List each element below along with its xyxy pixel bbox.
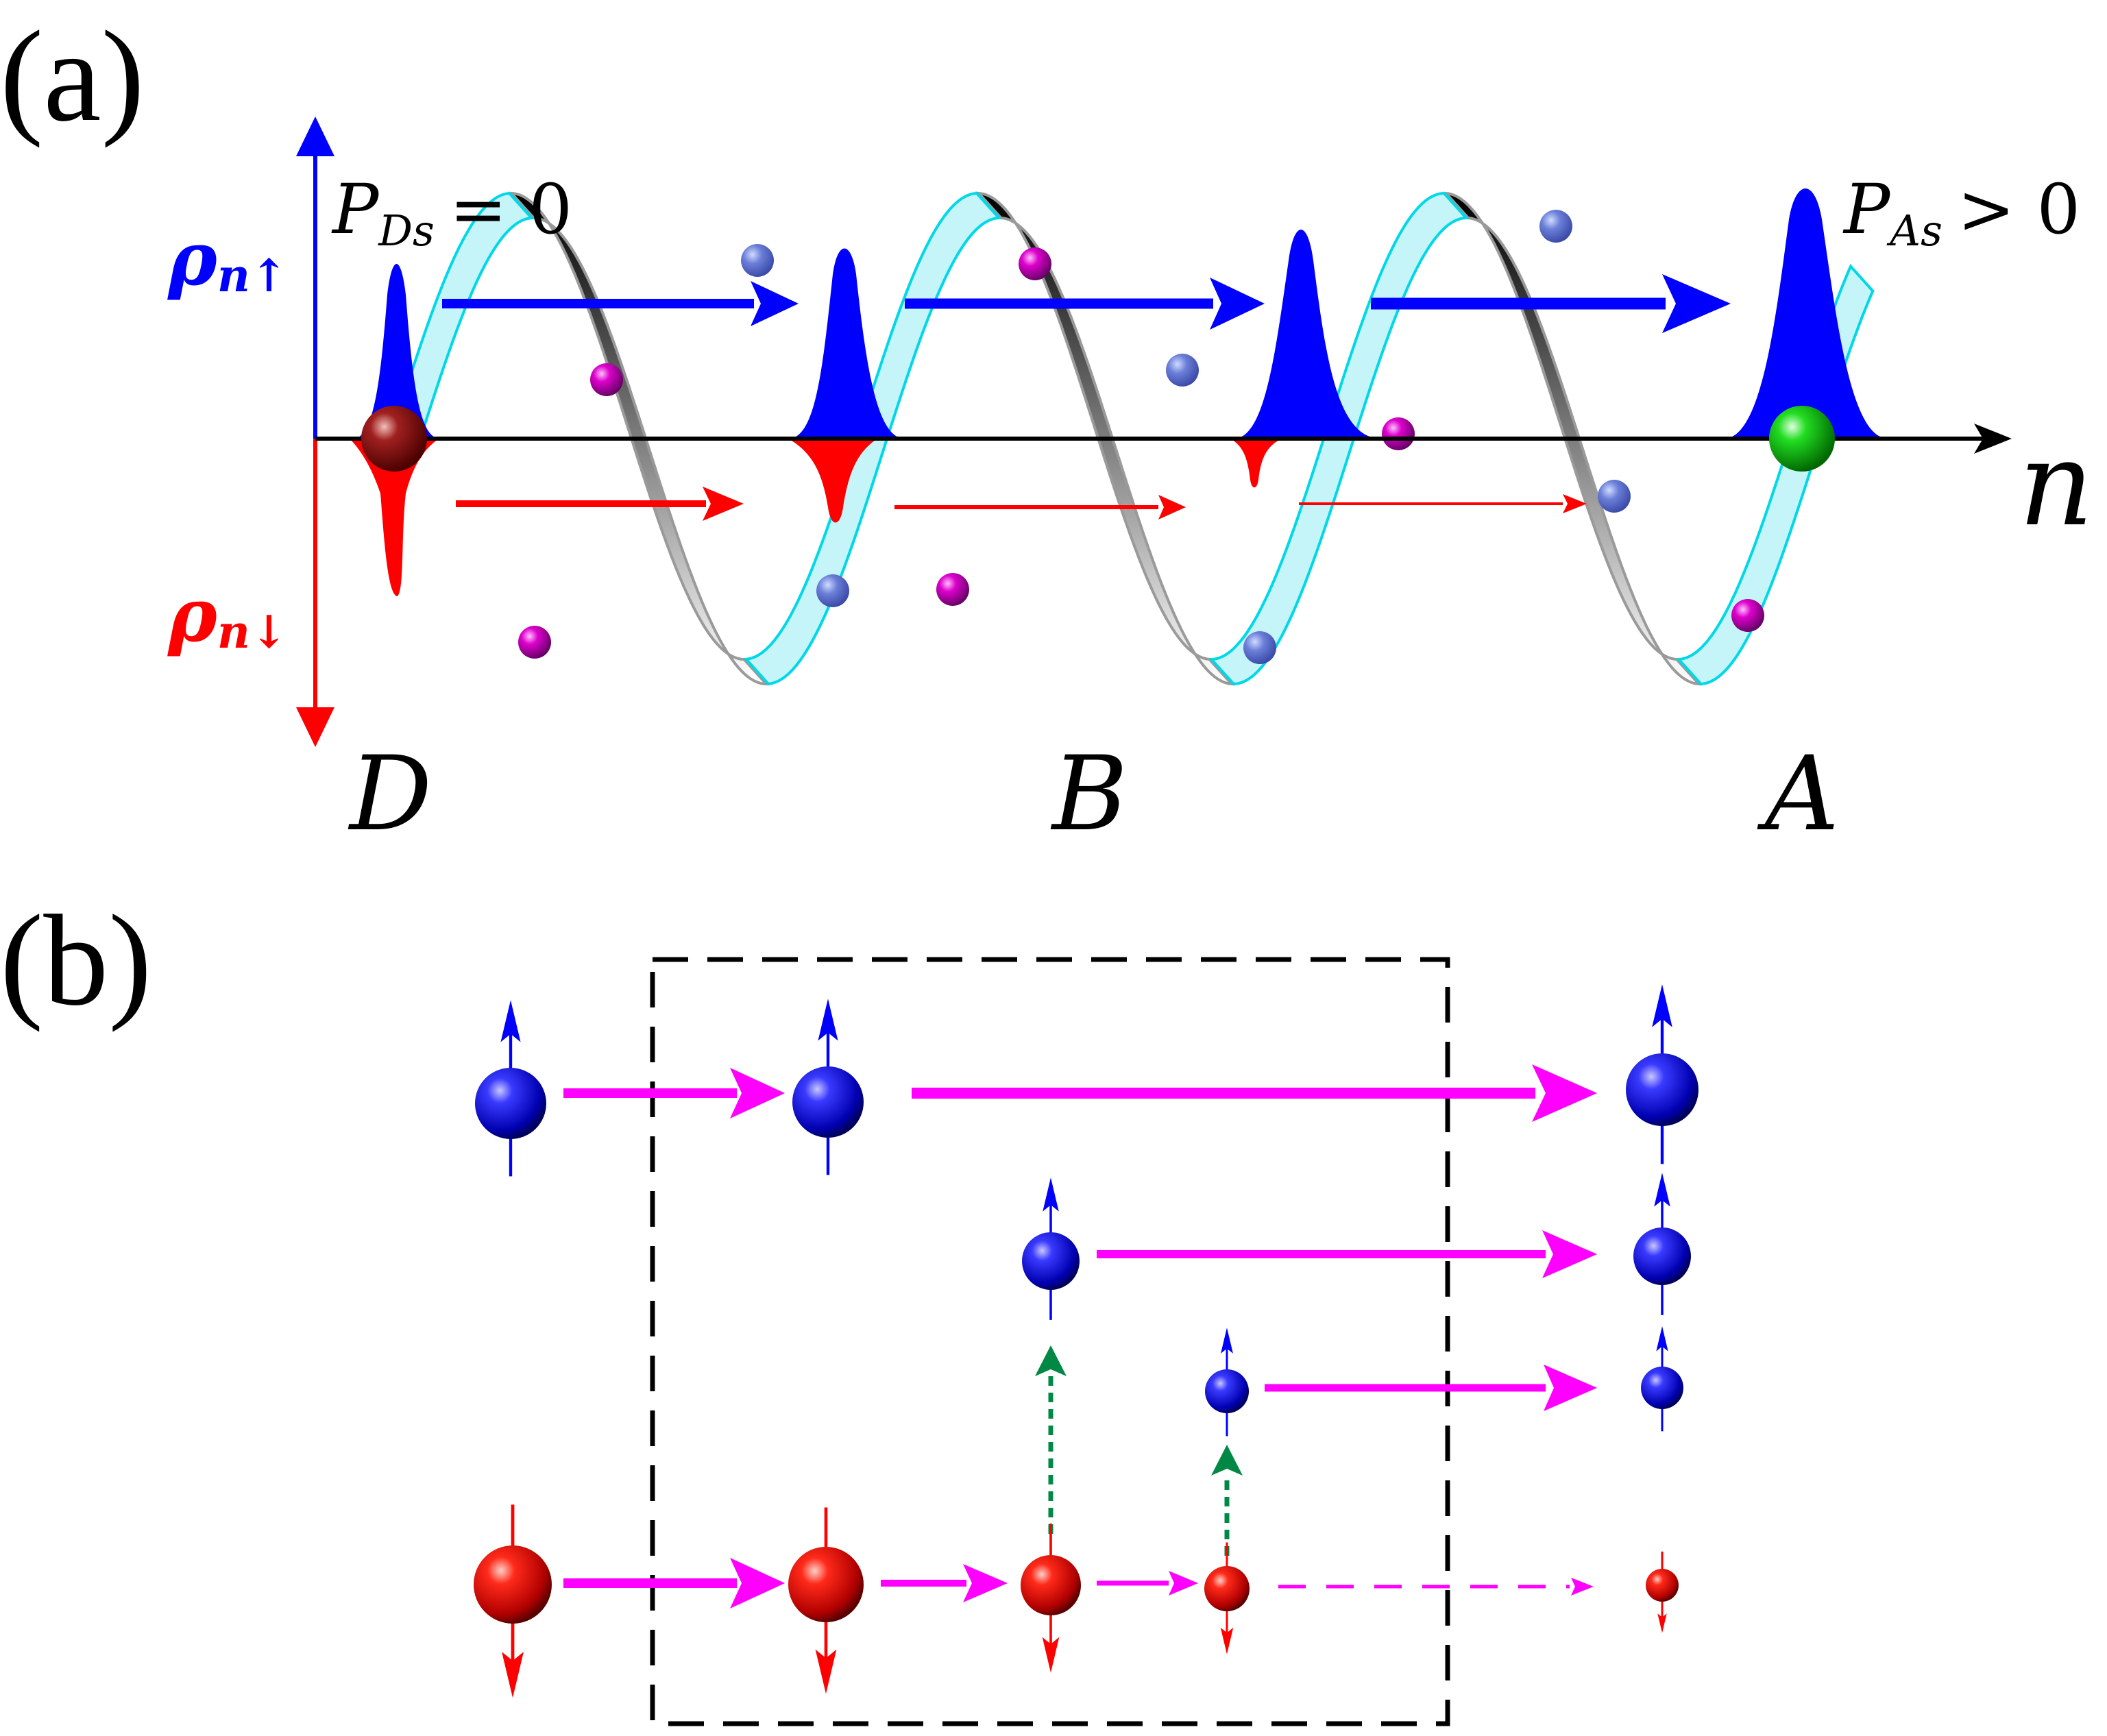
spin-down-peak-b1 <box>788 439 877 523</box>
axis-up-label: ρn↑ <box>167 216 288 302</box>
transfer-down-2-head <box>963 1564 1008 1602</box>
spin-up-arrowhead <box>1221 1328 1233 1354</box>
spin-down-electron <box>1021 1524 1081 1673</box>
spin-up-electron <box>1205 1328 1249 1437</box>
site-a-label: A <box>1757 735 1839 854</box>
spin-down-arrowhead-3 <box>1563 494 1587 513</box>
spin-up-arrowhead <box>1656 1326 1668 1352</box>
spin-up-electron <box>475 1000 546 1177</box>
helix-bead <box>1539 210 1572 243</box>
spin-up-arrowhead-1 <box>751 281 799 326</box>
spin-up-peak-b2 <box>1234 230 1381 439</box>
spin-up-peak-d <box>353 264 440 439</box>
spin-electrons <box>474 984 1698 1698</box>
helix-bead <box>741 244 774 277</box>
panel-a: (a) ρn↑ ρn↓ n <box>0 5 2094 854</box>
spin-up-peak-a <box>1724 188 1888 439</box>
spin-up-arrowhead-2 <box>1210 278 1265 330</box>
spin-flip-1-head <box>1035 1345 1067 1376</box>
spin-up-ball <box>1626 1053 1698 1126</box>
spin-down-ball <box>474 1545 552 1624</box>
spin-up-peak-b1 <box>788 248 905 439</box>
panel-b-label: (b) <box>0 889 152 1033</box>
transfer-down-1-head <box>730 1558 785 1609</box>
pas-label: PAs> 0 <box>1842 169 2080 256</box>
axis-up-arrowhead <box>296 117 334 156</box>
spin-up-ball <box>1205 1369 1249 1413</box>
spin-down-peak-b2 <box>1230 439 1282 488</box>
spin-down-arrowhead-1 <box>703 487 744 521</box>
spin-down-arrowhead <box>1657 1613 1667 1633</box>
transfer-arrows <box>563 1064 1597 1609</box>
helix-bead <box>1731 599 1764 632</box>
spin-down-electron <box>788 1507 864 1694</box>
spin-down-electron <box>474 1504 552 1698</box>
helix-bead <box>518 626 551 659</box>
helix-bead <box>936 573 969 606</box>
spin-up-ball <box>475 1068 546 1139</box>
spin-up-arrowhead <box>1043 1177 1059 1212</box>
spin-down-transport-arrows <box>456 487 1587 521</box>
transfer-up-2-head <box>1532 1064 1597 1122</box>
spin-up-ball <box>792 1066 864 1138</box>
site-b-label: B <box>1050 735 1128 854</box>
axis-down-arrowhead <box>296 707 334 747</box>
spin-down-arrowhead-2 <box>1158 495 1186 519</box>
helix-bead <box>1382 417 1415 450</box>
donor-ball <box>361 406 427 472</box>
spin-down-peak-d <box>350 439 439 596</box>
site-d-label: D <box>348 735 432 854</box>
helix-front-strand-0 <box>392 192 535 454</box>
spin-up-arrowhead <box>1652 984 1672 1027</box>
transfer-up-4-head <box>1544 1365 1597 1411</box>
spin-up-electron <box>1633 1173 1691 1315</box>
spin-down-ball <box>1021 1555 1081 1615</box>
transfer-up-3-head <box>1542 1230 1597 1278</box>
helix-bead <box>1243 631 1276 664</box>
bridge-box <box>650 957 1450 1726</box>
spin-flip-arrows <box>1035 1345 1243 1556</box>
axis-n-label: n <box>2019 417 2094 552</box>
transfer-down-4-head <box>1571 1578 1594 1596</box>
density-peaks <box>350 188 1888 596</box>
spin-up-ball <box>1633 1227 1691 1285</box>
panel-a-label: (a) <box>0 5 145 149</box>
axis-down-label: ρn↓ <box>167 572 288 659</box>
helix-bead <box>1166 354 1199 387</box>
spin-down-electron <box>1204 1542 1250 1654</box>
spin-up-transport-arrows <box>442 274 1731 333</box>
spin-up-arrowhead <box>818 999 838 1041</box>
axis-n-arrowhead <box>1974 424 2012 454</box>
spin-down-arrowhead <box>815 1649 837 1694</box>
helix-bead <box>590 363 623 396</box>
spin-flip-2-head <box>1211 1445 1243 1476</box>
spin-up-electron <box>792 999 864 1175</box>
spin-down-ball <box>1204 1566 1250 1611</box>
transfer-down-3-head <box>1169 1571 1198 1596</box>
spin-up-electron <box>1626 984 1698 1164</box>
helix-bead <box>816 574 849 607</box>
spin-up-ball <box>1641 1367 1683 1409</box>
spin-down-arrowhead <box>1220 1627 1234 1654</box>
spin-down-ball <box>1646 1569 1679 1602</box>
spin-down-arrowhead <box>502 1652 524 1698</box>
pds-label: PDs= 0 <box>331 169 572 256</box>
panel-b: (b) <box>0 889 1698 1726</box>
spin-up-electron <box>1022 1177 1080 1320</box>
helix-bead <box>1598 480 1631 513</box>
helix-bead <box>1019 247 1051 280</box>
spin-down-electron <box>1646 1551 1679 1633</box>
spin-down-ball <box>788 1547 864 1622</box>
spin-up-arrowhead <box>500 1000 521 1042</box>
transfer-up-1-head <box>730 1068 785 1118</box>
acceptor-ball <box>1769 406 1835 472</box>
spin-up-arrowhead-3 <box>1662 274 1731 333</box>
spin-up-electron <box>1641 1326 1683 1432</box>
spin-up-arrowhead <box>1654 1173 1670 1207</box>
spin-up-ball <box>1022 1232 1080 1290</box>
spin-down-arrowhead <box>1042 1637 1060 1673</box>
